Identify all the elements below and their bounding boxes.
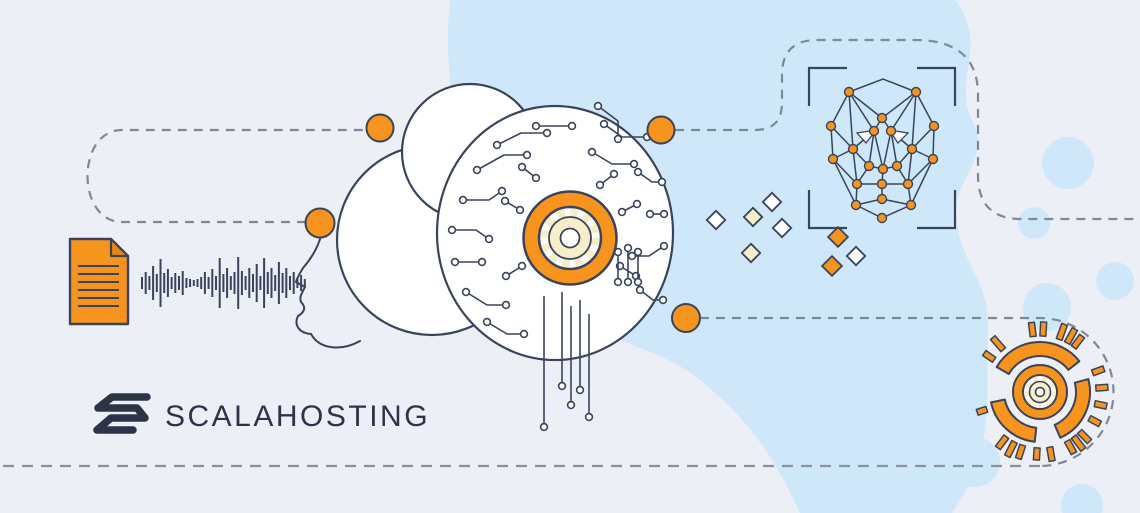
dash-to-dial: [700, 316, 1115, 468]
face-mesh: [825, 78, 940, 224]
face-recognition: [807, 66, 957, 230]
diamond: [761, 191, 783, 213]
blue-dot: [1023, 283, 1071, 331]
diamond: [845, 245, 867, 267]
circuit-traces: [447, 101, 669, 432]
blue-dot: [1096, 262, 1134, 300]
face-profile: [294, 235, 361, 349]
tech-gear-dial: [975, 321, 1109, 463]
diamond: [742, 206, 764, 228]
connector-node: [646, 115, 676, 145]
dial-segments: [975, 321, 1109, 463]
diamond: [771, 217, 793, 239]
connector-nodes: [304, 113, 701, 333]
dial-gear-icon: [1012, 364, 1068, 420]
viewfinder-frame: [807, 66, 957, 230]
data-diamonds: [705, 191, 867, 278]
diamond: [740, 242, 762, 264]
dash-to-face-frame: [675, 38, 1140, 221]
gear-icon: [522, 190, 618, 286]
blue-dot: [1018, 207, 1050, 239]
connector-node: [365, 113, 395, 143]
brand-logo-text: SCALAHOSTING: [165, 399, 431, 433]
diamond: [705, 209, 727, 231]
connector-node: [671, 303, 701, 333]
blue-dot: [1042, 137, 1094, 189]
brand-logo: SCALAHOSTING: [92, 389, 430, 441]
cloud-circuit-brain: [335, 82, 675, 432]
dash-left-loop: [86, 128, 364, 224]
blue-dot: [950, 437, 1000, 487]
diamond: [820, 254, 844, 278]
diamond: [826, 225, 850, 249]
document-icon: [68, 237, 130, 326]
flow-dashed-path: [0, 38, 1140, 468]
audio-waveform-icon: [141, 257, 306, 309]
blue-dot: [1061, 484, 1103, 513]
scalahosting-s-icon: [93, 393, 151, 434]
connector-node: [304, 207, 336, 239]
